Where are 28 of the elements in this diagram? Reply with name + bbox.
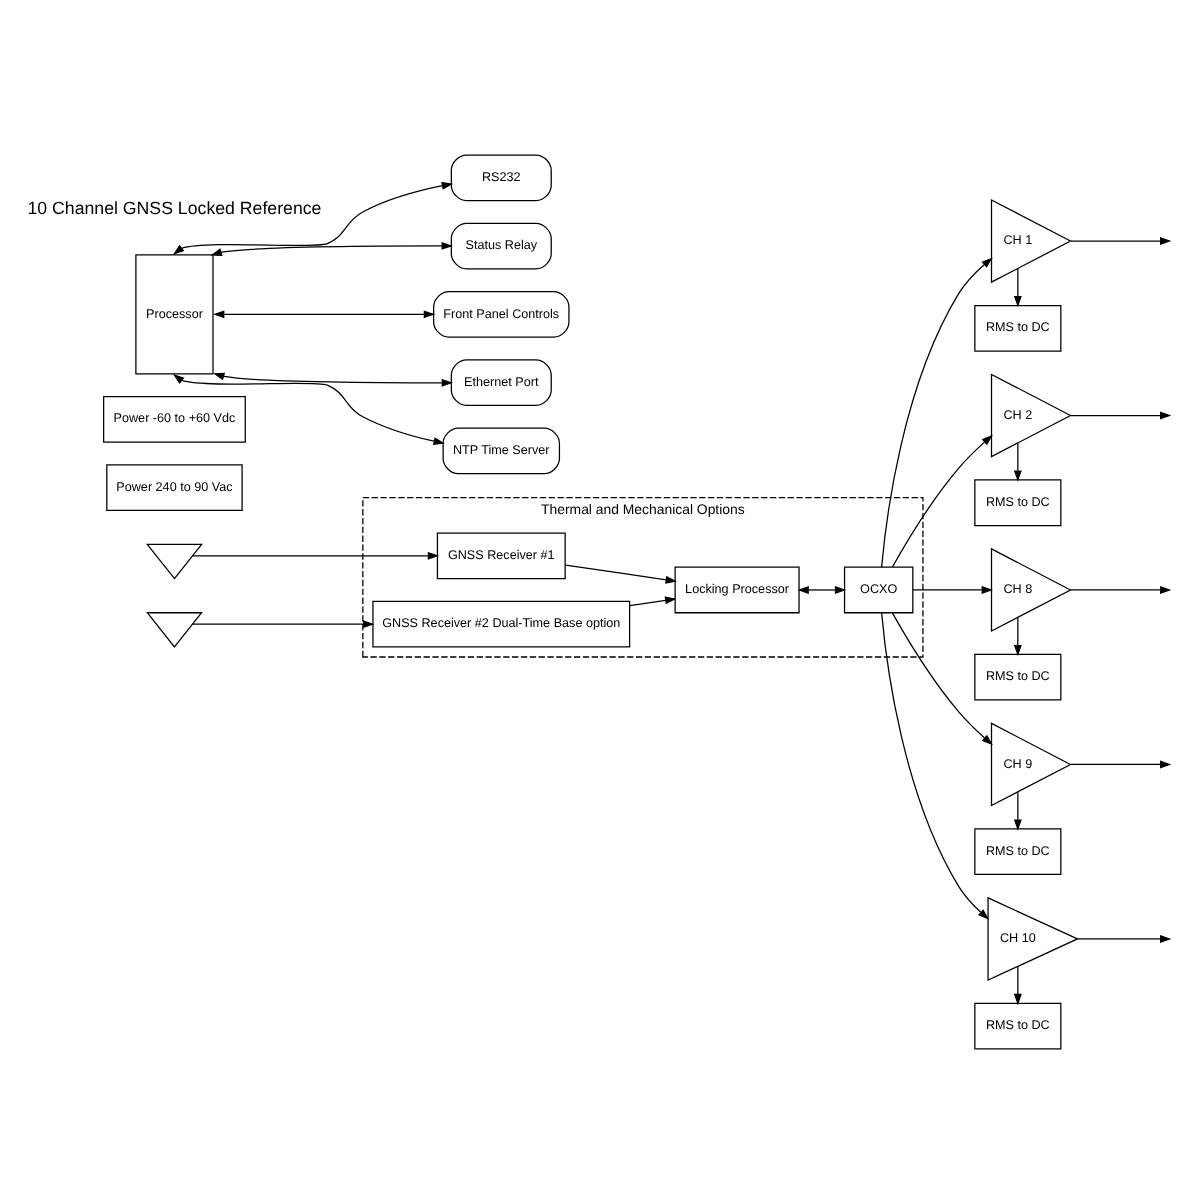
arrow — [1070, 759, 1172, 768]
arrow — [797, 585, 847, 593]
arrow — [881, 611, 990, 919]
arrow — [213, 371, 454, 386]
arrow — [1070, 585, 1172, 593]
arrow — [192, 550, 440, 559]
arrow — [172, 372, 445, 445]
arrow — [192, 619, 375, 628]
arrow — [1070, 410, 1172, 419]
arrow — [172, 180, 454, 254]
arrow — [1013, 441, 1022, 481]
label: 10 Channel GNSS Locked Reference — [27, 197, 322, 218]
arrow — [1013, 267, 1022, 307]
arrow — [210, 240, 453, 255]
arrow — [629, 595, 677, 606]
arrow — [912, 585, 993, 593]
node-triangle — [145, 542, 203, 579]
arrow — [213, 309, 436, 318]
arrow — [891, 433, 993, 567]
arrow — [1013, 790, 1022, 830]
arrow — [1013, 965, 1022, 1005]
arrow — [881, 256, 993, 567]
node-triangle — [145, 611, 203, 647]
arrow — [1013, 616, 1022, 656]
arrow — [565, 563, 677, 583]
arrow — [1070, 236, 1172, 244]
arrow — [1077, 933, 1172, 942]
arrow — [891, 611, 993, 745]
